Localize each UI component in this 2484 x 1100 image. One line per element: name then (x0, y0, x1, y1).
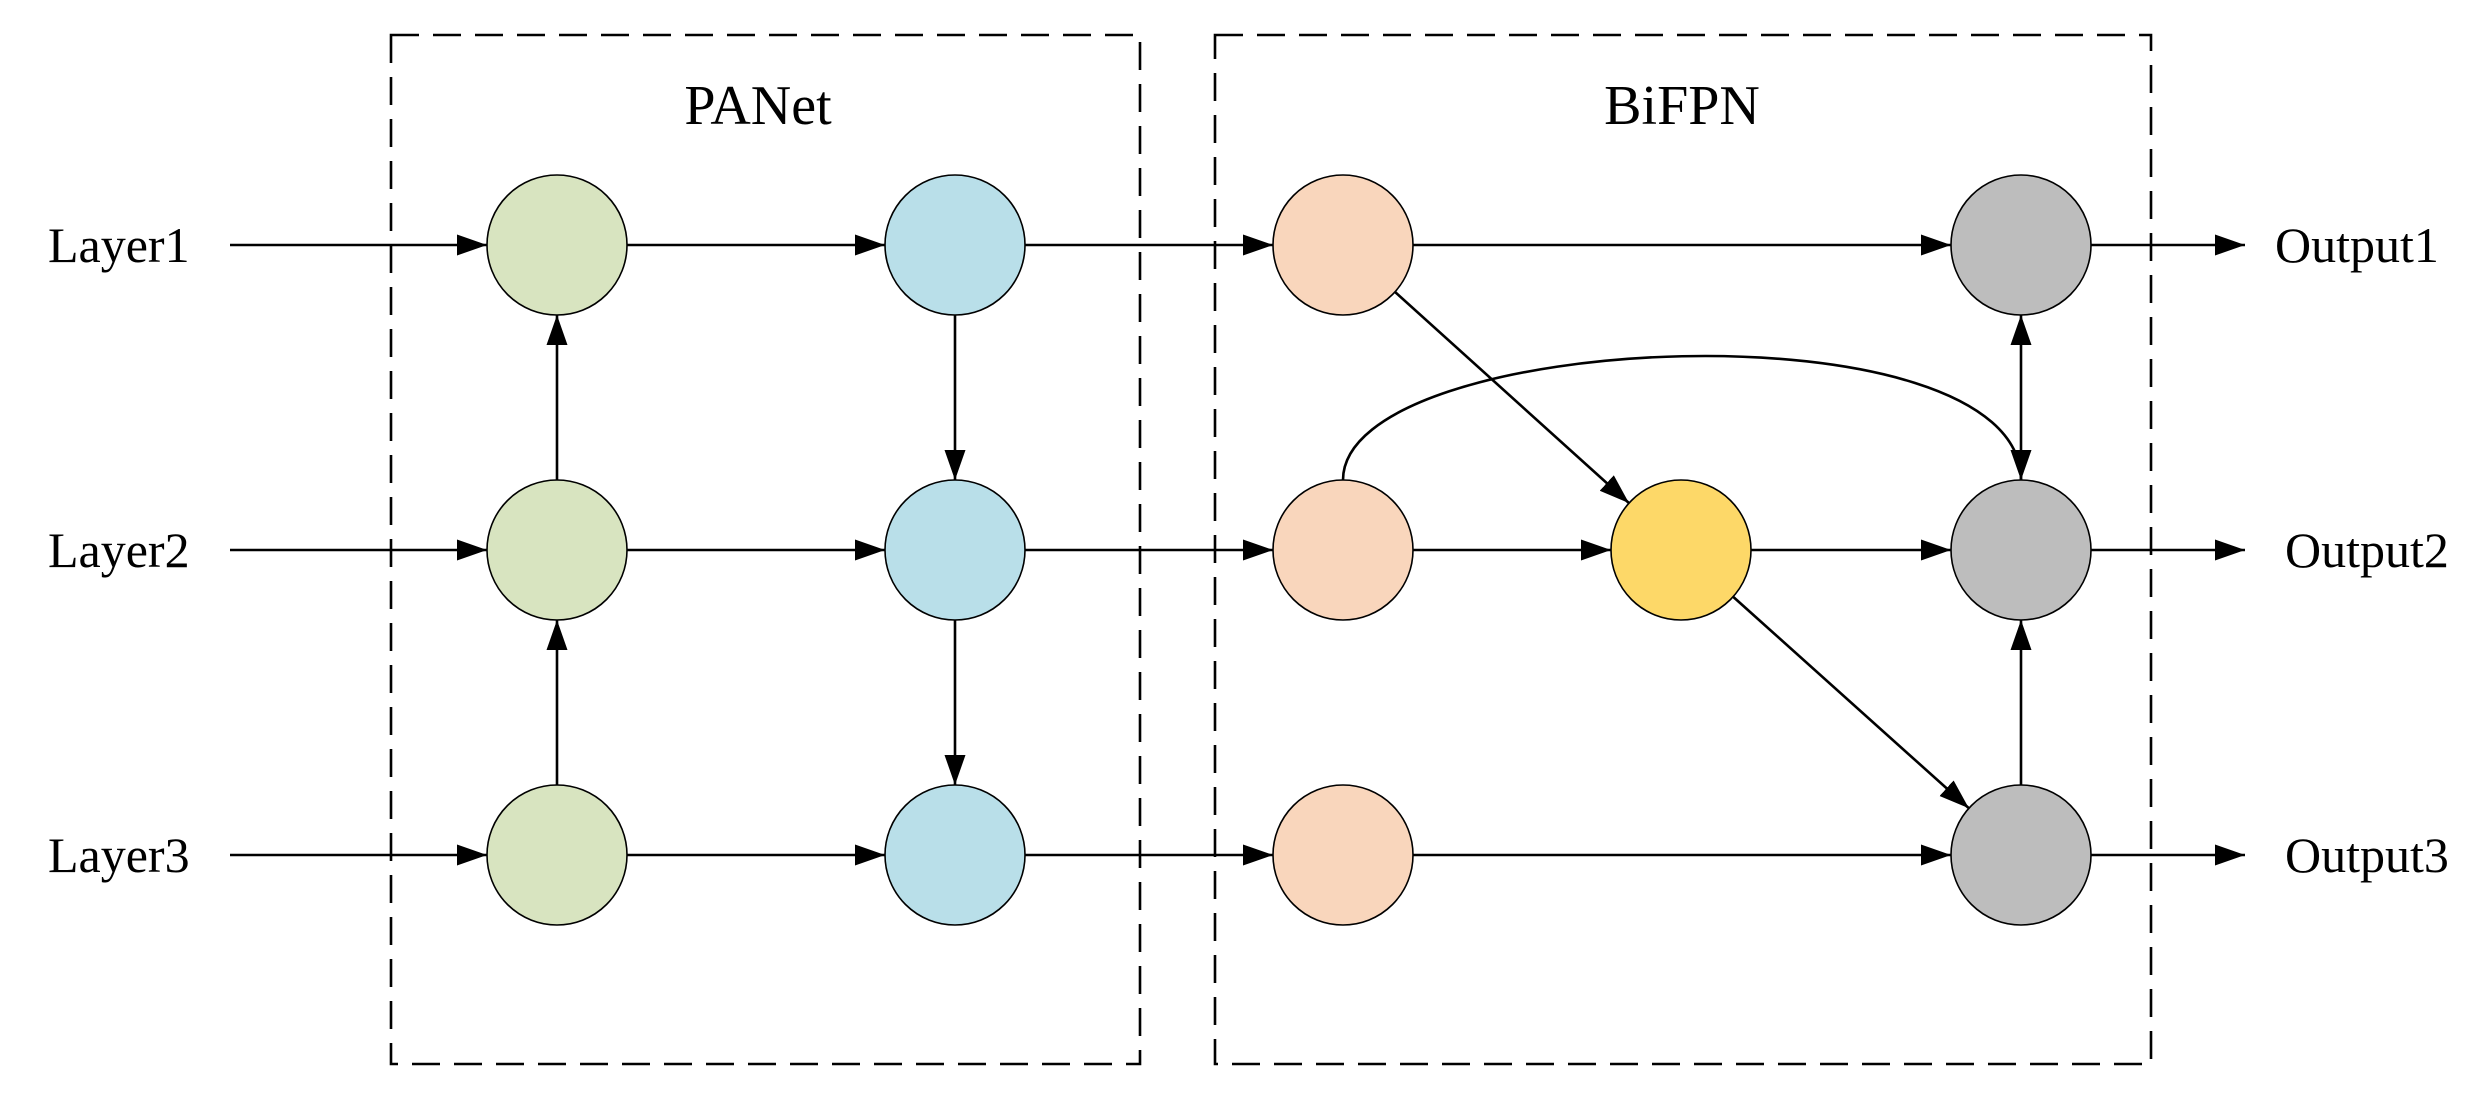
edge-b2-to-o2 (1341, 354, 2032, 481)
node-panet-p2 (486, 479, 628, 621)
node-bifpn-b1 (1272, 174, 1414, 316)
edge-layer (230, 234, 2245, 866)
node-panet-q2 (884, 479, 1026, 621)
node-bifpn-b3 (1272, 784, 1414, 926)
node-panet-q3 (884, 784, 1026, 926)
node-bifpn-o3 (1950, 784, 2092, 926)
edge-b1-to-m2 (1394, 290, 1630, 505)
output-label-output3: Output3 (2285, 827, 2449, 883)
input-label-layer1: Layer1 (48, 217, 190, 273)
node-bifpn-b2 (1272, 479, 1414, 621)
node-bifpn-o1 (1950, 174, 2092, 316)
edge-m2-to-o3 (1732, 595, 1970, 810)
node-panet-p3 (486, 784, 628, 926)
output-label-output1: Output1 (2275, 217, 2439, 273)
node-bifpn-m2 (1610, 479, 1752, 621)
node-bifpn-o2 (1950, 479, 2092, 621)
output-label-output2: Output2 (2285, 522, 2449, 578)
input-label-layer2: Layer2 (48, 522, 190, 578)
input-label-layer3: Layer3 (48, 827, 190, 883)
node-panet-q1 (884, 174, 1026, 316)
node-layer (486, 174, 2092, 926)
node-panet-p1 (486, 174, 628, 316)
panet-title: PANet (684, 75, 832, 137)
bifpn-title: BiFPN (1604, 75, 1760, 137)
